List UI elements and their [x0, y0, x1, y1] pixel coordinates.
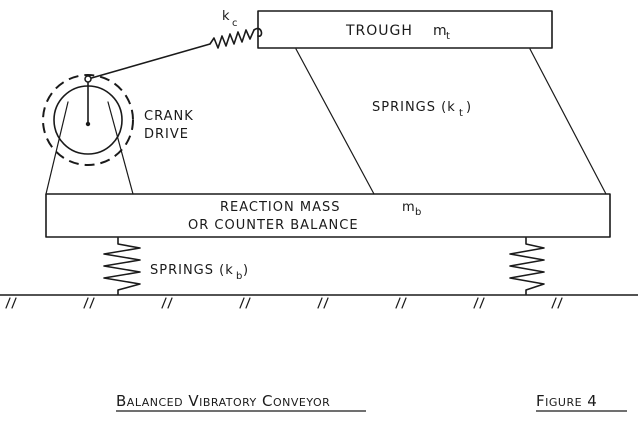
- coupling-spring: k c: [87, 9, 263, 80]
- crank-support-left: [45, 101, 69, 195]
- springs-bottom-label: SPRINGS (k: [150, 263, 234, 278]
- crank-center: [85, 121, 91, 127]
- reaction-mass: REACTION MASS m b OR COUNTER BALANCE: [45, 193, 611, 238]
- springs-top-sub: t: [459, 108, 463, 119]
- crank-outer-dashed: [42, 74, 134, 166]
- reaction-label-line2: OR COUNTER BALANCE: [188, 218, 359, 233]
- reaction-mass-sub: b: [415, 207, 421, 218]
- trough-spring-left: [295, 48, 375, 195]
- trough: TROUGH m t: [257, 10, 553, 49]
- springs-top-label: SPRINGS (k: [372, 100, 456, 115]
- crank-label-line1: CRANK: [144, 109, 194, 124]
- base-spring-right: [509, 237, 545, 295]
- crank-support-right: [107, 101, 134, 195]
- coupling-spring-zigzag: [87, 29, 255, 80]
- trough-spring-right: [529, 48, 607, 195]
- trough-label: TROUGH: [345, 23, 413, 39]
- trough-mass-sub: t: [446, 31, 450, 42]
- caption-title: Balanced Vibratory Conveyor: [116, 392, 330, 410]
- base-spring-left: [103, 237, 141, 295]
- coupling-spring-hook: [253, 27, 263, 37]
- trough-mass: m: [433, 23, 448, 39]
- crank-label-line2: DRIVE: [144, 127, 189, 142]
- crank-drive: CRANK DRIVE: [42, 74, 194, 195]
- crank-pin: [84, 75, 92, 83]
- springs-top-close: ): [466, 100, 472, 115]
- reaction-mass-box: [45, 193, 611, 238]
- trough-box: [257, 10, 553, 49]
- reaction-mass-symbol: m: [402, 200, 416, 215]
- springs-bottom-close: ): [243, 263, 249, 278]
- trough-springs: SPRINGS (k t ): [295, 48, 607, 195]
- ground: [0, 294, 638, 309]
- kc-label: k: [222, 9, 231, 24]
- springs-bottom-sub: b: [236, 271, 242, 282]
- ground-hatching: [5, 297, 563, 309]
- caption: Balanced Vibratory Conveyor Figure 4: [116, 392, 627, 412]
- reaction-label-line1: REACTION MASS: [220, 200, 340, 215]
- kc-sub: c: [232, 18, 238, 29]
- caption-figure: Figure 4: [536, 392, 597, 410]
- base-springs: SPRINGS (k b ): [103, 237, 545, 295]
